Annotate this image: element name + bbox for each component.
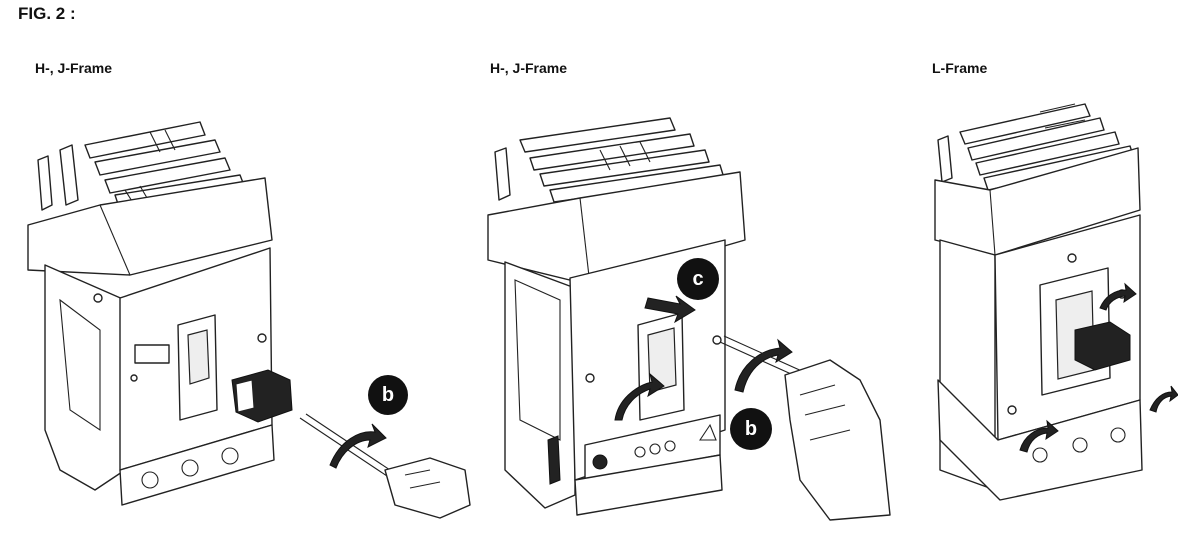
slide-arrow [644, 295, 696, 324]
callout-b-label: b [745, 418, 757, 440]
rotation-arrow-right [1149, 385, 1178, 413]
screwdriver [719, 335, 805, 379]
base-terminals [574, 454, 723, 516]
panel-3-breaker-illustration [934, 103, 1178, 501]
rotation-arrow-left [614, 372, 665, 421]
panel-2-breaker-illustration: c b [487, 117, 891, 521]
rotation-arrow-top [1099, 282, 1137, 311]
callout-c-badge: c [677, 258, 719, 300]
rotation-arrow-right [734, 338, 793, 393]
side-housing [44, 264, 126, 491]
rotation-arrow-bottom [1019, 419, 1059, 453]
callout-b-label: b [382, 384, 394, 406]
panel-1-label: H-, J-Frame [35, 60, 113, 76]
rotation-arrow [329, 423, 387, 469]
hand [384, 457, 471, 519]
callout-c-label: c [692, 268, 703, 290]
terminal-fins [937, 103, 1135, 191]
trip-unit-knob [1074, 321, 1131, 371]
panel-3-label: L-Frame [932, 60, 988, 76]
base-terminals [937, 379, 1143, 501]
panel-1-breaker-illustration: b [27, 121, 471, 519]
hand [784, 359, 891, 521]
toggle-handle [187, 329, 210, 385]
side-clip [547, 435, 561, 485]
callout-b-badge: b [730, 408, 772, 450]
callout-b-badge: b [368, 375, 408, 415]
figure-title: FIG. 2 : [18, 4, 76, 23]
label-window [134, 344, 170, 364]
panel-2-label: H-, J-Frame [490, 60, 568, 76]
terminal-fins [494, 117, 725, 203]
